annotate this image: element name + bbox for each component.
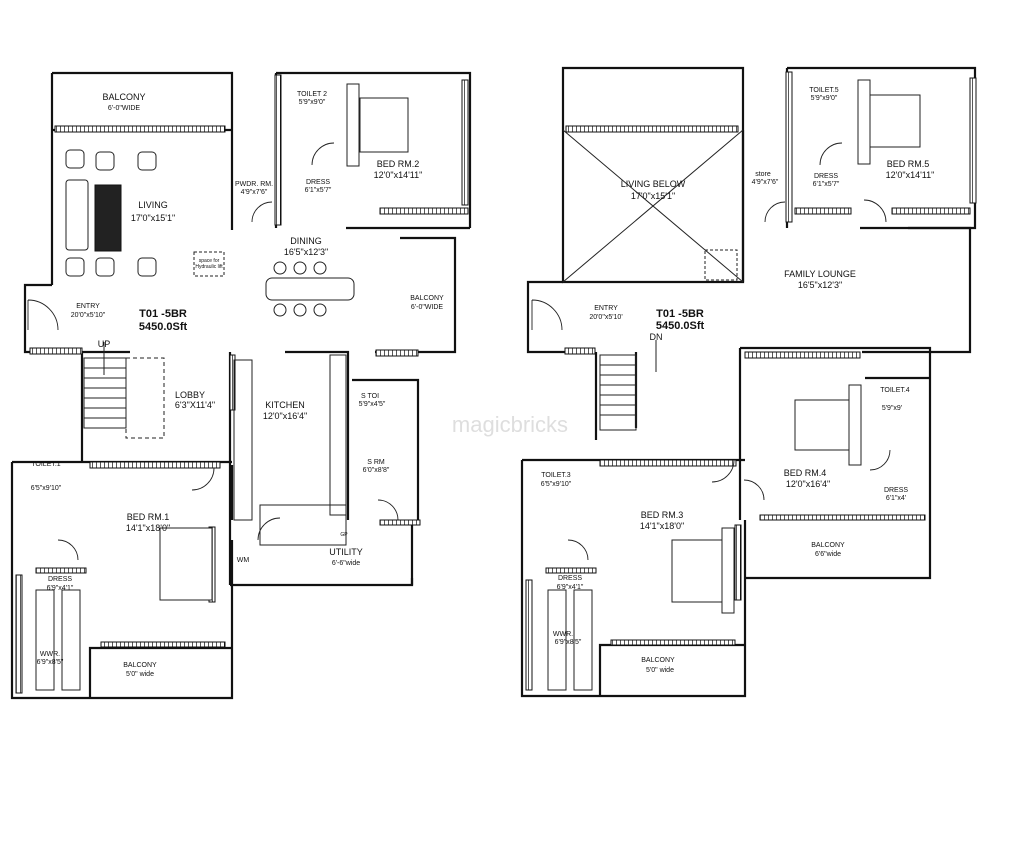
room-size-bed1: 14'1"x18'0" bbox=[126, 523, 170, 533]
room-name-wwr3: WWR. bbox=[553, 631, 573, 638]
room-name-dress2: DRESS bbox=[306, 179, 330, 186]
room-size-dress3: 6'9"x4'1" bbox=[557, 584, 584, 591]
room-size-toilet4: 5'9"x9' bbox=[882, 405, 902, 412]
room-size-s-toi: 5'9"x4'5" bbox=[359, 401, 386, 408]
room-name-balcony-top: BALCONY bbox=[102, 92, 145, 102]
stair-up bbox=[83, 342, 165, 439]
room-name-family: FAMILY LOUNGE bbox=[784, 269, 856, 279]
room-name-s-toi: S TOI bbox=[361, 393, 379, 400]
room-name-bed1: BED RM.1 bbox=[127, 512, 170, 522]
room-name-dress4: DRESS bbox=[884, 487, 908, 494]
stair-label-dn: DN bbox=[650, 332, 663, 342]
room-size-family: 16'5"x12'3" bbox=[798, 280, 842, 290]
room-name-wwr1: WWR. bbox=[40, 651, 60, 658]
left-plan-labels: BALCONY 6'-0"WIDE LIVING 17'0"x15'1" TOI… bbox=[31, 91, 444, 678]
room-size-balcony-right-r: 6'6"wide bbox=[815, 551, 841, 558]
room-name-kitchen: KITCHEN bbox=[265, 400, 305, 410]
label-gp: GP bbox=[340, 532, 348, 538]
room-size-store: 4'9"x7'6" bbox=[752, 179, 779, 186]
room-name-bed5: BED RM.5 bbox=[887, 159, 930, 169]
room-size-bed5: 12'0"x14'11" bbox=[886, 170, 935, 180]
room-size-entry: 20'0"x5'10" bbox=[71, 312, 106, 319]
room-size-dress5: 6'1"x5'7" bbox=[813, 181, 840, 188]
room-size-living: 17'0"x15'1" bbox=[131, 213, 175, 223]
room-size-kitchen: 12'0"x16'4" bbox=[263, 411, 307, 421]
room-name-powder: PWDR. RM. bbox=[235, 181, 273, 188]
room-size-utility: 6'-6"wide bbox=[332, 560, 360, 567]
room-name-entry-right: ENTRY bbox=[594, 305, 618, 312]
room-name-bed2: BED RM.2 bbox=[377, 159, 420, 169]
room-name-living-below: LIVING BELOW bbox=[621, 179, 686, 189]
room-size-powder: 4'9"x7'6" bbox=[241, 189, 268, 196]
room-name-s-rm: S RM bbox=[367, 459, 385, 466]
room-name-toilet3: TOILET.3 bbox=[541, 472, 571, 479]
room-name-dining: DINING bbox=[290, 236, 322, 246]
room-size-balcony-top: 6'-0"WIDE bbox=[108, 105, 141, 112]
room-name-bed3: BED RM.3 bbox=[641, 510, 684, 520]
room-name-toilet1: TOILET.1 bbox=[31, 461, 61, 468]
room-size-entry-right: 20'0"x5'10' bbox=[589, 314, 622, 321]
room-size-balcony-right: 6'-0"WIDE bbox=[411, 304, 444, 311]
plan-area-right: 5450.0Sft bbox=[656, 320, 705, 332]
room-name-entry: ENTRY bbox=[76, 303, 100, 310]
room-size-toilet2: 5'9"x9'0" bbox=[299, 99, 326, 106]
room-name-bed4: BED RM.4 bbox=[784, 468, 827, 478]
room-name-dress5: DRESS bbox=[814, 173, 838, 180]
room-name-balcony-bottom: BALCONY bbox=[123, 662, 157, 669]
room-size-dress4: 6'1"x4' bbox=[886, 495, 906, 502]
room-size-wwr1: 6'9"x8'5" bbox=[37, 659, 64, 666]
plan-title-left: T01 -5BR bbox=[139, 308, 187, 320]
room-name-utility: UTILITY bbox=[329, 547, 363, 557]
stair-down bbox=[599, 340, 657, 431]
lift-label-1: space for bbox=[199, 258, 220, 264]
room-name-dress3: DRESS bbox=[558, 575, 582, 582]
room-name-balcony-right-r: BALCONY bbox=[811, 542, 845, 549]
room-name-living: LIVING bbox=[138, 200, 168, 210]
room-size-dress2: 6'1"x5'7" bbox=[305, 187, 332, 194]
room-size-balcony-bottom-right: 5'0" wide bbox=[646, 667, 674, 674]
room-size-toilet3: 6'5"x9'10" bbox=[541, 481, 572, 488]
room-size-bed2: 12'0"x14'11" bbox=[374, 170, 423, 180]
plan-area-left: 5450.0Sft bbox=[139, 321, 188, 333]
room-size-dress1: 6'9"x4'1" bbox=[47, 585, 74, 592]
stair-label-up: UP bbox=[98, 339, 111, 349]
room-name-toilet2: TOILET 2 bbox=[297, 91, 327, 98]
room-size-dining: 16'5"x12'3" bbox=[284, 247, 328, 257]
right-floor-plan bbox=[520, 66, 977, 698]
lift-label-2: Hydraulic lift bbox=[195, 264, 223, 270]
room-size-balcony-bottom: 5'0" wide bbox=[126, 671, 154, 678]
room-size-living-below: 17'0"x15'1" bbox=[631, 191, 675, 201]
room-name-toilet4: TOILET.4 bbox=[880, 387, 910, 394]
room-name-store: store bbox=[755, 171, 771, 178]
left-floor-plan bbox=[10, 71, 472, 700]
room-size-bed3: 14'1"x18'0" bbox=[640, 521, 684, 531]
room-size-bed4: 12'0"x16'4" bbox=[786, 479, 830, 489]
room-name-dress1: DRESS bbox=[48, 576, 72, 583]
room-size-wwr3: 6'9"x8'5" bbox=[555, 639, 582, 646]
room-name-balcony-right: BALCONY bbox=[410, 295, 444, 302]
plan-title-right: T01 -5BR bbox=[656, 308, 704, 320]
room-size-lobby: 6'3"X11'4" bbox=[175, 400, 215, 410]
room-size-toilet5: 5'9"x9'0" bbox=[811, 95, 838, 102]
watermark: magicbricks bbox=[452, 412, 568, 437]
room-size-s-rm: 6'0"x8'8" bbox=[363, 467, 390, 474]
room-name-lobby: LOBBY bbox=[175, 390, 205, 400]
room-size-toilet1: 6'5"x9'10" bbox=[31, 485, 62, 492]
room-name-toilet5: TOILET.5 bbox=[809, 87, 839, 94]
label-wm: WM bbox=[237, 557, 250, 564]
right-plan-labels: LIVING BELOW 17'0"x15'1" TOILET.5 5'9"x9… bbox=[541, 87, 935, 674]
room-name-balcony-bottom-right: BALCONY bbox=[641, 657, 675, 664]
